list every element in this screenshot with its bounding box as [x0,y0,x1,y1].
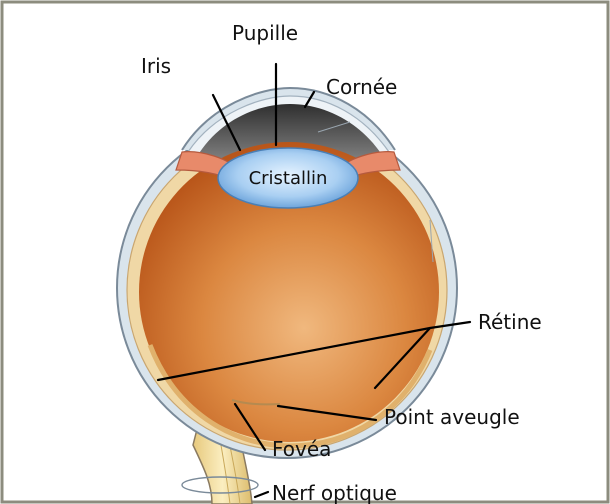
label-pupille: Pupille [232,21,298,45]
label-point-aveugle: Point aveugle [384,405,520,429]
label-fovea: Fovéa [272,437,331,461]
label-iris: Iris [141,54,171,78]
label-cornee: Cornée [326,75,397,99]
label-cristallin: Cristallin [249,168,328,189]
label-nerf-optique: Nerf optique [272,481,397,504]
label-retine: Rétine [478,310,542,334]
